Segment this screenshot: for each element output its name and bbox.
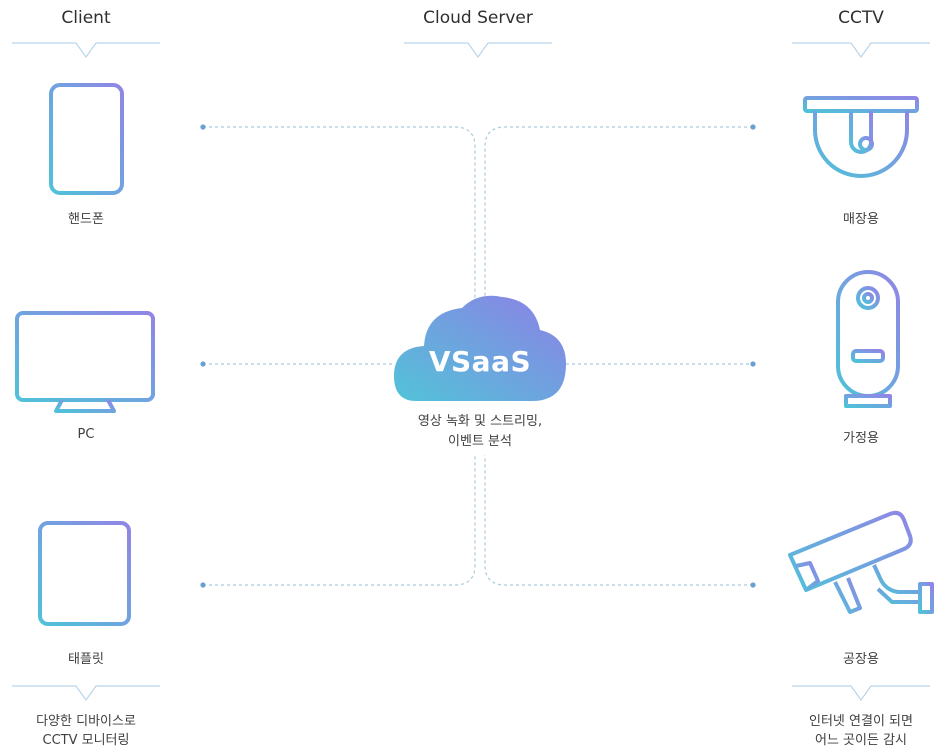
client-label-phone: 핸드폰 — [68, 212, 104, 227]
header-divider-client — [12, 42, 160, 59]
client-label-pc: PC — [77, 427, 95, 442]
cctv-label-factory: 공장용 — [843, 652, 879, 667]
cctv-label-store: 매장용 — [843, 212, 879, 227]
header-cctv: CCTV — [838, 8, 884, 28]
header-divider-server — [404, 42, 552, 59]
footer-cctv: 인터넷 연결이 되면 어느 곳이든 감시 — [761, 712, 936, 750]
connection-lines — [203, 126, 753, 586]
cloud-icon — [394, 295, 566, 401]
line-cctv-store — [484, 126, 753, 300]
line-handphone — [203, 126, 476, 300]
footer-client: 다양한 디바이스로 CCTV 모니터링 — [0, 712, 186, 750]
footer-divider-left — [12, 685, 160, 702]
line-cctv-factory — [484, 455, 753, 586]
dome-camera-icon — [803, 96, 919, 178]
client-label-tablet: 태플릿 — [68, 652, 104, 667]
footer-cctv-line1: 인터넷 연결이 되면 — [809, 714, 913, 729]
tablet-icon — [38, 521, 131, 626]
bullet-camera-icon — [788, 510, 934, 614]
footer-divider-right — [792, 685, 930, 702]
vsaas-description-line1: 영상 녹화 및 스트리밍, — [417, 414, 543, 429]
header-cloud-server: Cloud Server — [423, 8, 533, 28]
monitor-icon — [15, 311, 155, 413]
footer-cctv-line2: 어느 곳이든 감시 — [815, 733, 907, 748]
vsaas-description-line2: 이벤트 분석 — [448, 434, 512, 449]
header-divider-cctv — [792, 42, 930, 59]
vsaas-description: 영상 녹화 및 스트리밍, 이벤트 분석 — [360, 412, 600, 452]
footer-client-line1: 다양한 디바이스로 — [36, 714, 136, 729]
connection-dots — [200, 124, 756, 588]
phone-icon — [49, 83, 124, 195]
footer-client-line2: CCTV 모니터링 — [42, 733, 130, 748]
vsaas-title: VSaaS — [428, 345, 532, 378]
home-camera-icon — [836, 270, 900, 408]
cctv-label-home: 가정용 — [843, 431, 879, 446]
line-tablet — [203, 455, 476, 586]
header-client: Client — [61, 8, 111, 28]
